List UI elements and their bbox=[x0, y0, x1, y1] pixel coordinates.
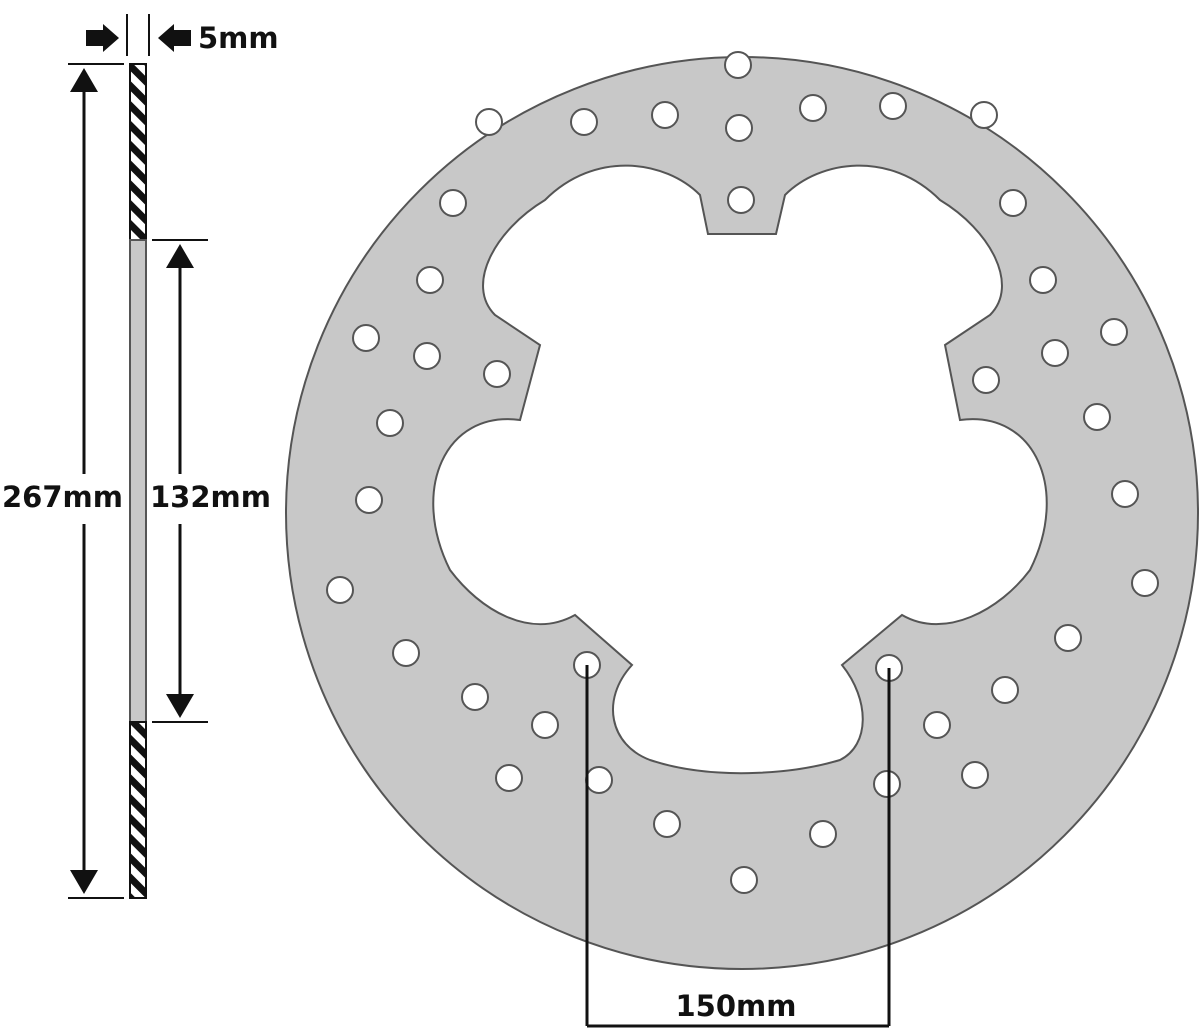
vent-hole bbox=[1111, 480, 1139, 508]
vent-hole bbox=[413, 342, 441, 370]
vent-hole bbox=[1041, 339, 1069, 367]
inner-diameter-dimension bbox=[152, 239, 208, 723]
vent-hole bbox=[1083, 403, 1111, 431]
thickness-label: 5mm bbox=[198, 21, 279, 55]
vent-hole bbox=[585, 766, 613, 794]
vent-hole bbox=[725, 114, 753, 142]
vent-hole bbox=[475, 108, 503, 136]
vent-hole bbox=[461, 683, 489, 711]
vent-hole bbox=[439, 189, 467, 217]
profile-friction-bottom bbox=[129, 721, 147, 899]
vent-hole bbox=[1054, 624, 1082, 652]
vent-hole bbox=[1100, 318, 1128, 346]
vent-hole bbox=[531, 711, 559, 739]
vent-hole bbox=[483, 360, 511, 388]
left-arrow-icon bbox=[158, 24, 191, 52]
vent-hole bbox=[991, 676, 1019, 704]
vent-hole bbox=[727, 186, 755, 214]
vent-hole bbox=[873, 770, 901, 798]
inner-diameter-label: 132mm bbox=[150, 480, 271, 514]
vent-hole bbox=[799, 94, 827, 122]
right-arrow-icon bbox=[86, 24, 119, 52]
side-profile-view bbox=[129, 63, 147, 899]
bolt-spacing-label: 150mm bbox=[676, 989, 797, 1023]
vent-hole bbox=[972, 366, 1000, 394]
vent-hole bbox=[495, 764, 523, 792]
vent-hole bbox=[651, 101, 679, 129]
vent-hole bbox=[724, 51, 752, 79]
thickness-dimension bbox=[86, 14, 191, 56]
vent-hole bbox=[923, 711, 951, 739]
vent-hole bbox=[730, 866, 758, 894]
outer-diameter-label: 267mm bbox=[2, 480, 123, 514]
bolt-spacing-dimension bbox=[585, 665, 891, 1028]
outer-diameter-dimension bbox=[68, 63, 124, 899]
vent-hole bbox=[809, 820, 837, 848]
vent-hole bbox=[326, 576, 354, 604]
vent-hole bbox=[376, 409, 404, 437]
profile-hub-section bbox=[129, 239, 147, 723]
vent-hole bbox=[999, 189, 1027, 217]
vent-hole bbox=[879, 92, 907, 120]
vent-hole bbox=[1029, 266, 1057, 294]
profile-friction-top bbox=[129, 63, 147, 241]
vent-hole bbox=[653, 810, 681, 838]
vent-hole bbox=[570, 108, 598, 136]
vent-hole bbox=[355, 486, 383, 514]
vent-hole bbox=[1131, 569, 1159, 597]
vent-hole bbox=[392, 639, 420, 667]
vent-hole bbox=[970, 101, 998, 129]
vent-hole bbox=[352, 324, 380, 352]
vent-hole bbox=[961, 761, 989, 789]
vent-hole bbox=[416, 266, 444, 294]
vent-holes bbox=[326, 51, 1159, 894]
brake-disc bbox=[284, 51, 1200, 970]
